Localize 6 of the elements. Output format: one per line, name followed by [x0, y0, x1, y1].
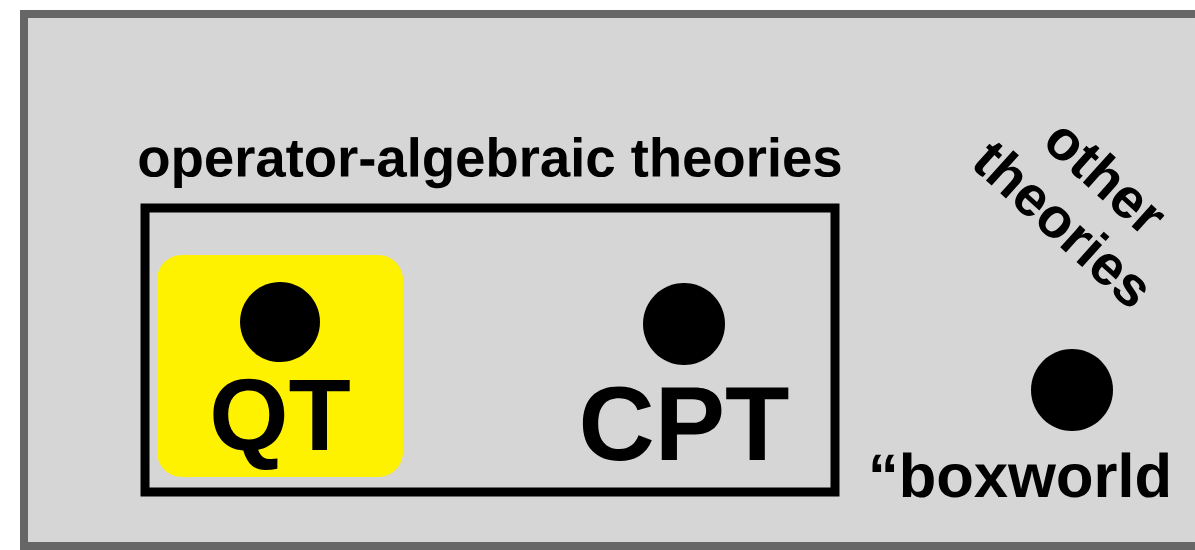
node-label: “boxworld	[872, 452, 1169, 498]
node-label: operator-algebraic theories	[139, 137, 841, 189]
highlight-box: QT	[157, 255, 403, 477]
labelled-point: “boxworld	[872, 349, 1168, 498]
labelled-point: CPT	[582, 283, 789, 461]
node-label: CPT	[582, 386, 789, 462]
